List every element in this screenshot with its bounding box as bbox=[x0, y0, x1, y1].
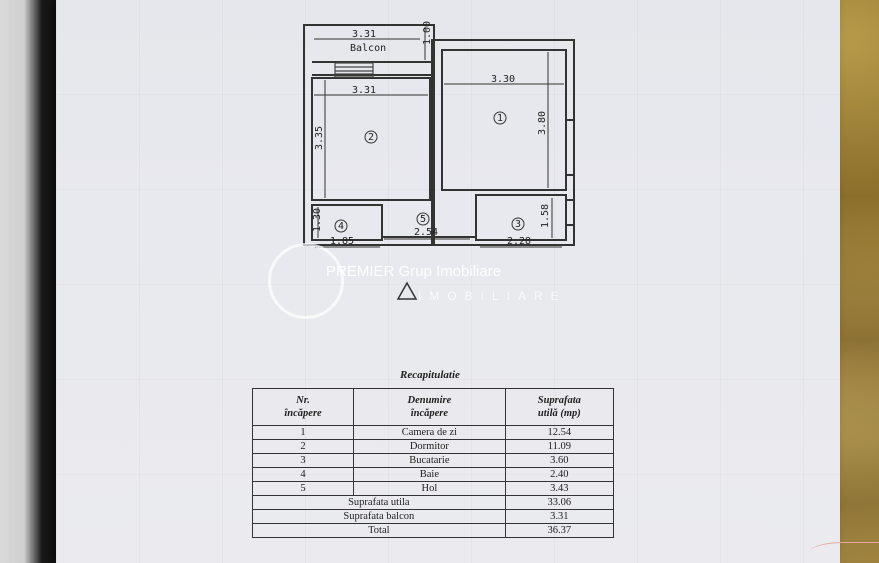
total-value: 36.37 bbox=[504, 523, 615, 538]
room4-number: 4 bbox=[338, 221, 344, 232]
total-label: Suprafata utila bbox=[252, 495, 506, 510]
room3-height: 1.58 bbox=[540, 204, 551, 228]
table-row: 5 Hol 3.43 bbox=[251, 481, 615, 496]
watermark-name: PREMIER Grup Imobiliare bbox=[326, 263, 502, 280]
floor-plan-sheet bbox=[56, 0, 840, 563]
total-label: Suprafata balcon bbox=[252, 509, 506, 524]
room2-width: 3.31 bbox=[352, 85, 376, 96]
room3-width: 2.28 bbox=[507, 236, 531, 247]
row-name: Baie bbox=[353, 467, 506, 482]
row-name: Hol bbox=[353, 481, 506, 496]
background-tablecloth bbox=[833, 0, 879, 563]
entrance-marker-icon bbox=[396, 281, 418, 300]
row-area: 3.60 bbox=[504, 453, 615, 468]
room1-number: 1 bbox=[497, 113, 503, 124]
balcon-label: Balcon bbox=[350, 43, 386, 54]
total-row: Suprafata balcon 3.31 bbox=[252, 509, 615, 524]
row-area: 12.54 bbox=[504, 425, 615, 440]
watermark-sub: IMOBILIARE bbox=[418, 289, 567, 303]
room5-number: 5 bbox=[420, 214, 426, 225]
stairs-symbol bbox=[334, 62, 374, 78]
recap-table: Nr. încăpere Denumire încăpere Suprafata… bbox=[251, 388, 615, 538]
table-row: 1 Camera de zi 12.54 bbox=[251, 425, 615, 440]
table-row: 4 Baie 2.40 bbox=[251, 467, 615, 482]
row-name: Camera de zi bbox=[353, 425, 506, 440]
total-row: Total 36.37 bbox=[252, 523, 615, 538]
room3-number: 3 bbox=[515, 219, 521, 230]
room1-height: 3.80 bbox=[537, 111, 548, 135]
watermark: PREMIER Grup Imobiliare IMOBILIARE bbox=[268, 243, 608, 319]
room5-width: 2.54 bbox=[414, 227, 438, 238]
table-row: 2 Dormitor 11.09 bbox=[251, 439, 615, 454]
recap-title: Recapitulatie bbox=[400, 369, 460, 381]
header-area: Suprafata utilă (mp) bbox=[504, 388, 615, 426]
balcon-width: 3.31 bbox=[352, 29, 376, 40]
total-value: 3.31 bbox=[504, 509, 615, 524]
row-nr: 2 bbox=[251, 439, 355, 454]
plan-wall-left-block bbox=[303, 24, 435, 246]
header-nr: Nr. încăpere bbox=[251, 388, 355, 426]
room1-width: 3.30 bbox=[491, 74, 515, 85]
total-value: 33.06 bbox=[504, 495, 615, 510]
row-name: Bucatarie bbox=[353, 453, 506, 468]
room2-height: 3.35 bbox=[314, 126, 325, 150]
plan-wall-right-block bbox=[431, 39, 575, 246]
row-nr: 3 bbox=[251, 453, 355, 468]
row-area: 2.40 bbox=[504, 467, 615, 482]
total-label: Total bbox=[252, 523, 506, 538]
row-nr: 4 bbox=[251, 467, 355, 482]
row-area: 3.43 bbox=[504, 481, 615, 496]
watermark-house-logo-icon bbox=[268, 243, 344, 319]
row-name: Dormitor bbox=[353, 439, 506, 454]
room2-number: 2 bbox=[368, 132, 374, 143]
paper-corner-mark bbox=[809, 542, 879, 563]
background-left bbox=[0, 0, 60, 563]
total-row: Suprafata utila 33.06 bbox=[252, 495, 615, 510]
table-row: 3 Bucatarie 3.60 bbox=[251, 453, 615, 468]
room4-width: 1.85 bbox=[330, 236, 354, 247]
header-name: Denumire încăpere bbox=[353, 388, 506, 426]
row-nr: 5 bbox=[251, 481, 355, 496]
balcon-depth: 1.00 bbox=[422, 21, 433, 45]
row-area: 11.09 bbox=[504, 439, 615, 454]
room4-height: 1.30 bbox=[312, 208, 323, 232]
row-nr: 1 bbox=[251, 425, 355, 440]
